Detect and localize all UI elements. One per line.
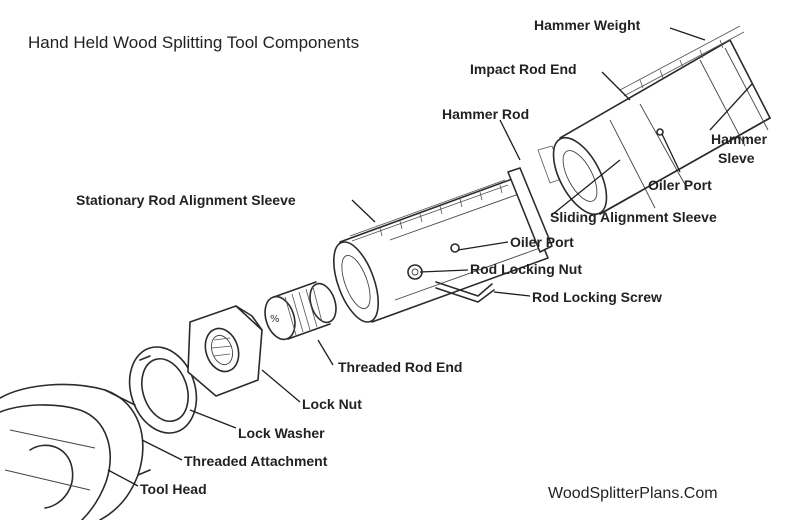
label-rod-locking-screw: Rod Locking Screw [532,289,662,305]
label-threaded-attachment: Threaded Attachment [184,453,328,469]
label-stationary-sleeve: Stationary Rod Alignment Sleeve [76,192,296,208]
site-credit: WoodSplitterPlans.Com [548,485,718,502]
label-threaded-rod-end: Threaded Rod End [338,359,462,375]
component-labels: Hammer Weight Impact Rod End Hammer Rod … [76,17,768,497]
label-tool-head: Tool Head [140,481,207,497]
leader-lines [107,27,753,487]
label-hammer-sleve-line2: Sleve [718,150,755,166]
label-sliding-sleeve: Sliding Alignment Sleeve [550,209,717,225]
percent-mark-icon: % [270,314,280,325]
oiler-port-upper-icon [656,128,664,136]
hammer-assembly-part [552,25,771,216]
label-rod-locking-nut: Rod Locking Nut [470,261,582,277]
label-hammer-sleve-line1: Hammer [711,131,768,147]
label-oiler-port-lower: Oiler Port [510,234,574,250]
label-lock-nut: Lock Nut [302,396,362,412]
rod-locking-screw-part [435,281,495,303]
stationary-sleeve-part [333,177,549,323]
oiler-port-icon [450,243,460,253]
label-oiler-port-upper: Oiler Port [648,177,712,193]
tool-head-part [0,383,151,520]
label-lock-washer: Lock Washer [238,425,325,441]
lock-washer-part [128,346,198,434]
threaded-rod-end-part: % [264,281,337,341]
diagram-title: Hand Held Wood Splitting Tool Components [28,33,359,52]
label-hammer-weight: Hammer Weight [534,17,641,33]
label-impact-rod-end: Impact Rod End [470,61,577,77]
lock-nut-part [187,305,263,397]
label-hammer-rod: Hammer Rod [442,106,529,122]
